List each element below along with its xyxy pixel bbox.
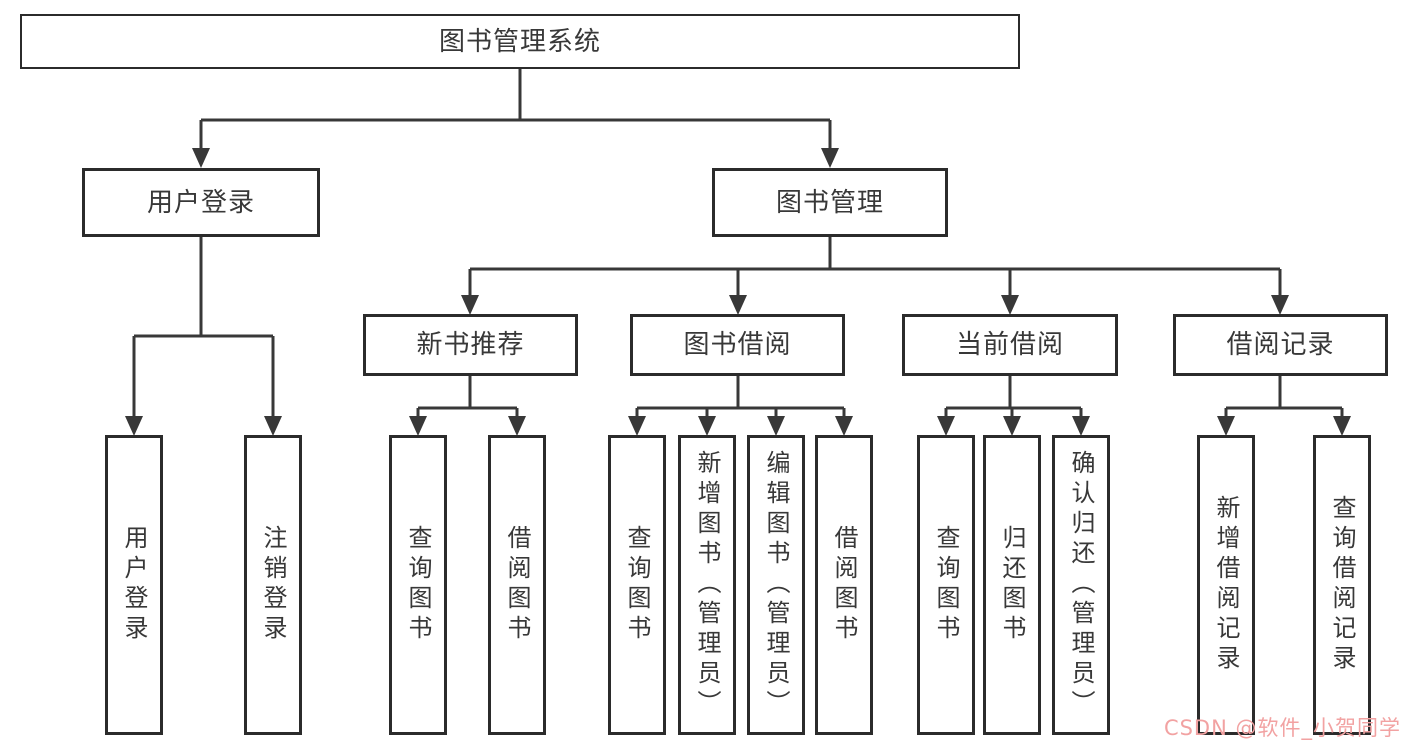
node-library-management-system: 图书管理系统 bbox=[20, 14, 1020, 69]
node-borrowing-records: 借阅记录 bbox=[1173, 314, 1388, 376]
csdn-watermark: CSDN @软件_小贺同学 bbox=[1163, 716, 1401, 740]
node-book-borrowing: 图书借阅 bbox=[630, 314, 845, 376]
node-current-borrowing: 当前借阅 bbox=[902, 314, 1118, 376]
leaf-add-book-admin: 新增图书（管理员） bbox=[678, 435, 736, 735]
leaf-borrow-books: 借阅图书 bbox=[815, 435, 873, 735]
leaf-query-books-current: 查询图书 bbox=[917, 435, 975, 735]
node-book-management: 图书管理 bbox=[712, 168, 948, 237]
node-user-login: 用户登录 bbox=[82, 168, 320, 237]
node-new-book-recommendation: 新书推荐 bbox=[363, 314, 578, 376]
leaf-query-borrow-record: 查询借阅记录 bbox=[1313, 435, 1371, 735]
leaf-confirm-return-admin: 确认归还（管理员） bbox=[1052, 435, 1110, 735]
leaf-borrow-books-recommend: 借阅图书 bbox=[488, 435, 546, 735]
leaf-user-login: 用户登录 bbox=[105, 435, 163, 735]
leaf-edit-book-admin: 编辑图书（管理员） bbox=[747, 435, 805, 735]
leaf-logout: 注销登录 bbox=[244, 435, 302, 735]
leaf-add-borrow-record: 新增借阅记录 bbox=[1197, 435, 1255, 735]
leaf-query-books-recommend: 查询图书 bbox=[389, 435, 447, 735]
leaf-return-book: 归还图书 bbox=[983, 435, 1041, 735]
leaf-query-books-borrowing: 查询图书 bbox=[608, 435, 666, 735]
